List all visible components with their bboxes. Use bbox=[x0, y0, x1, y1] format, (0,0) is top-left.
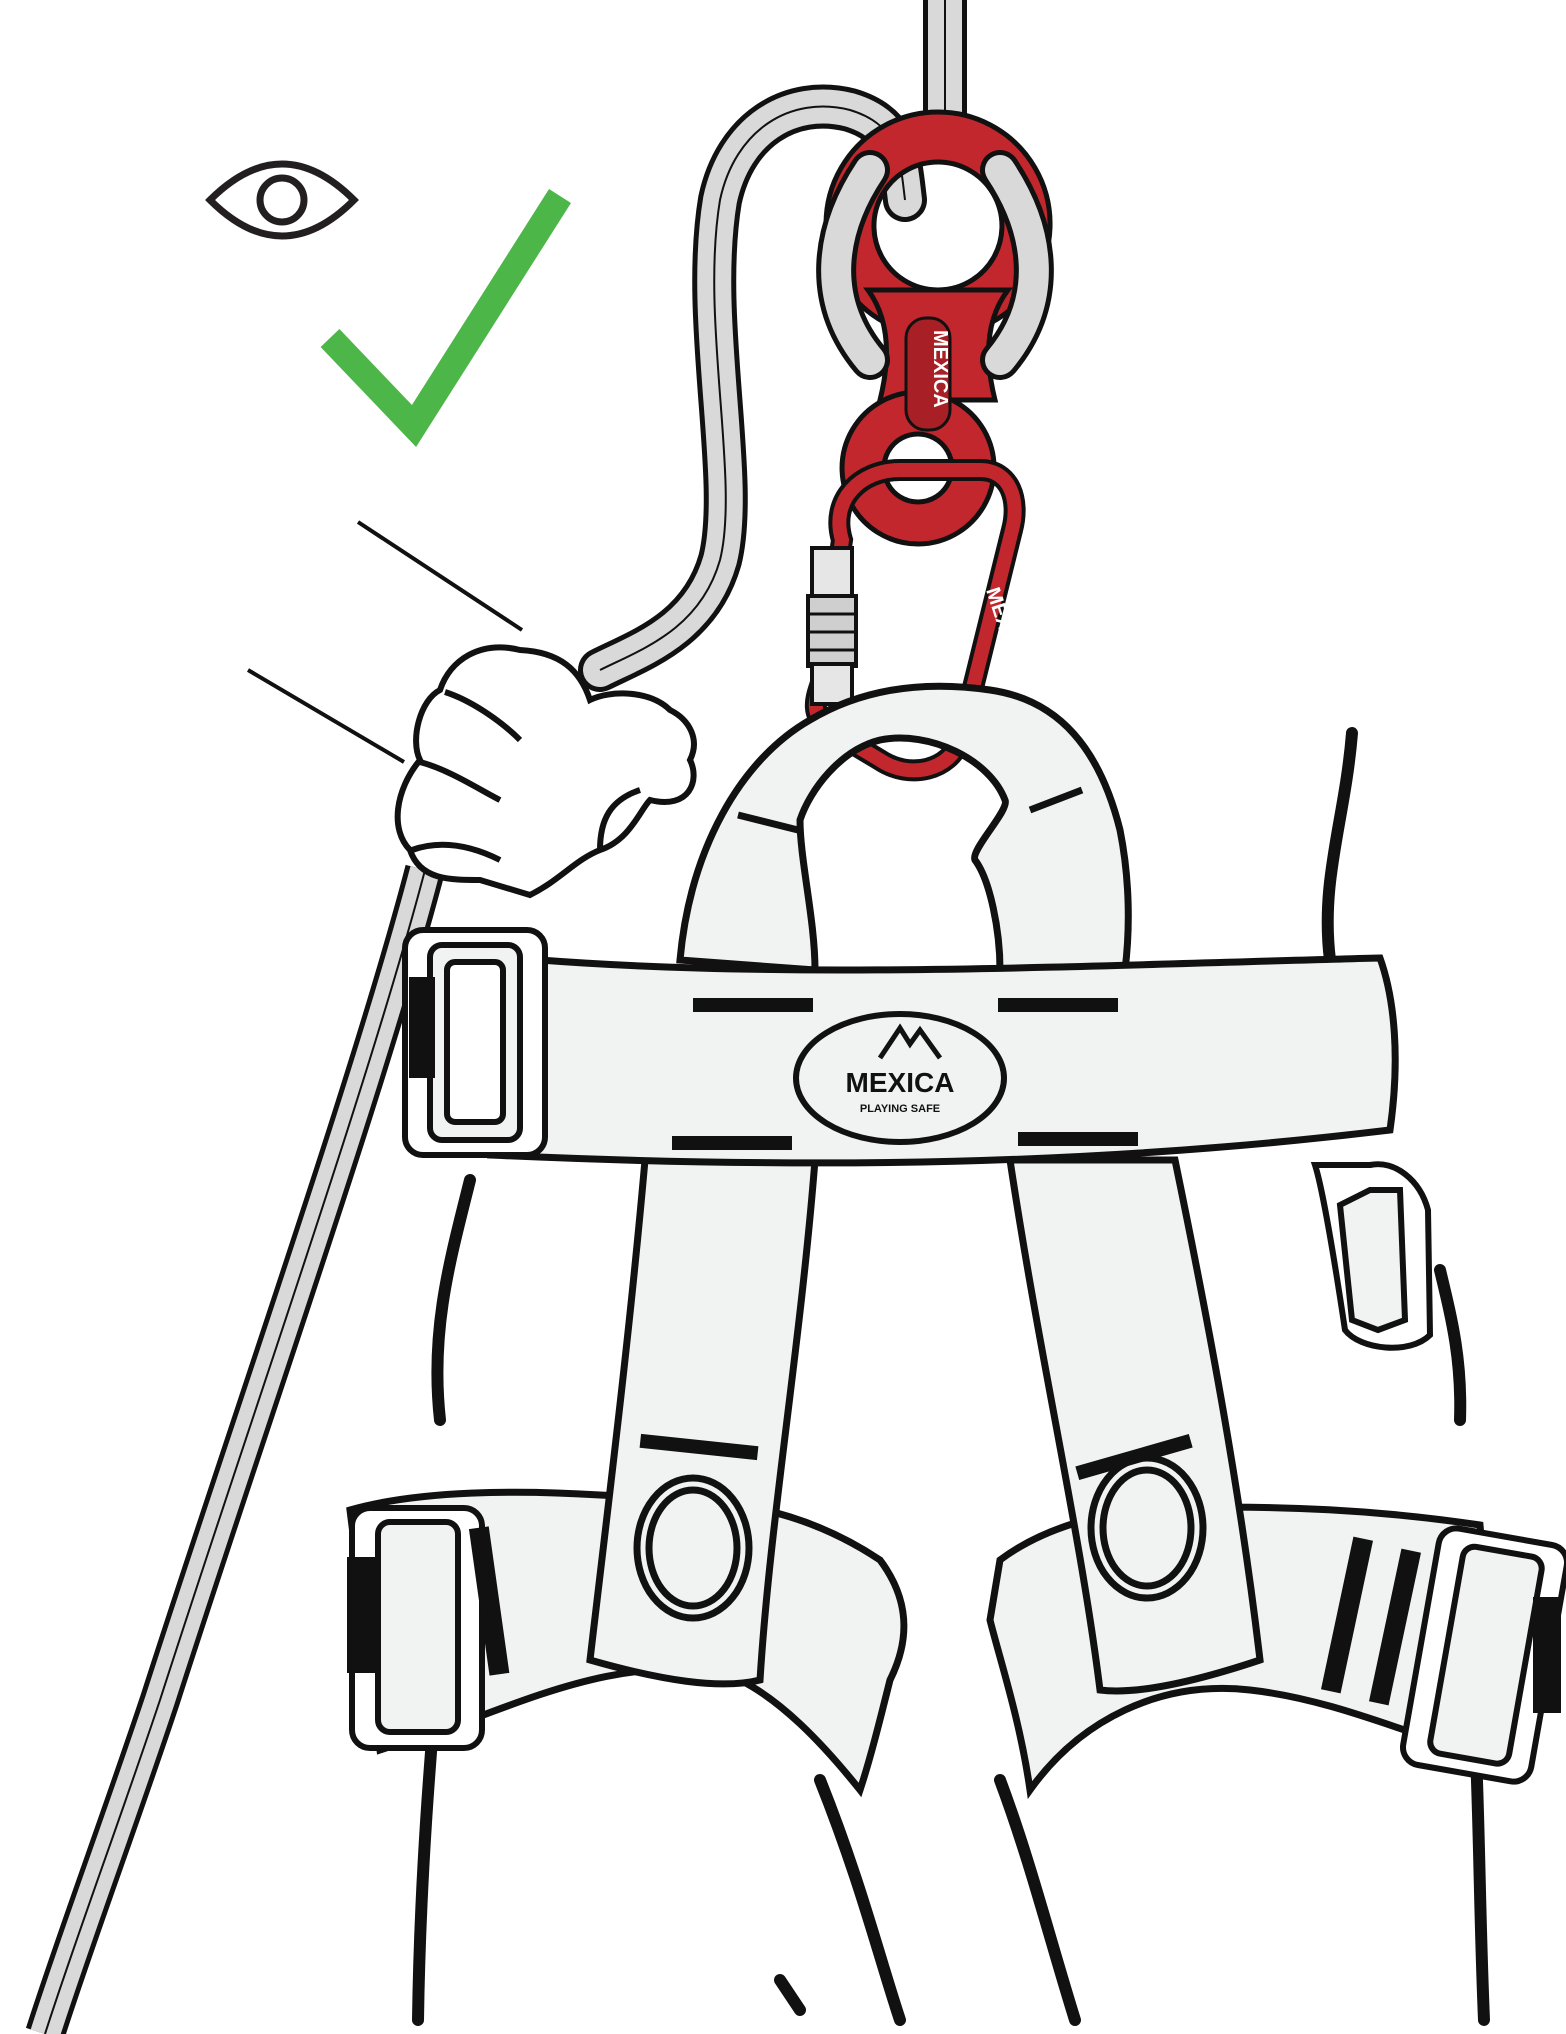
harness-leg-loops bbox=[350, 1492, 1500, 1790]
harness-front-straps bbox=[590, 1160, 1260, 1691]
rope-tail bbox=[45, 870, 425, 2034]
checkmark-icon bbox=[330, 196, 560, 426]
carabiner-lock-sleeve bbox=[808, 548, 856, 704]
descender-logo: MEXICA bbox=[929, 330, 951, 408]
left-leg-buckle bbox=[350, 1508, 506, 1748]
harness-logo: MEXICA bbox=[846, 1067, 955, 1098]
harness-waist-belt: MEXICA PLAYING SAFE bbox=[488, 958, 1395, 1163]
harness-tagline: PLAYING SAFE bbox=[860, 1103, 940, 1115]
body-outline bbox=[418, 733, 1484, 2020]
left-waist-buckle bbox=[405, 930, 545, 1155]
right-side-buckle bbox=[1315, 1164, 1430, 1347]
harness-dorsal-loop bbox=[680, 686, 1128, 970]
eye-icon bbox=[210, 164, 354, 236]
gloved-hand bbox=[398, 647, 694, 895]
